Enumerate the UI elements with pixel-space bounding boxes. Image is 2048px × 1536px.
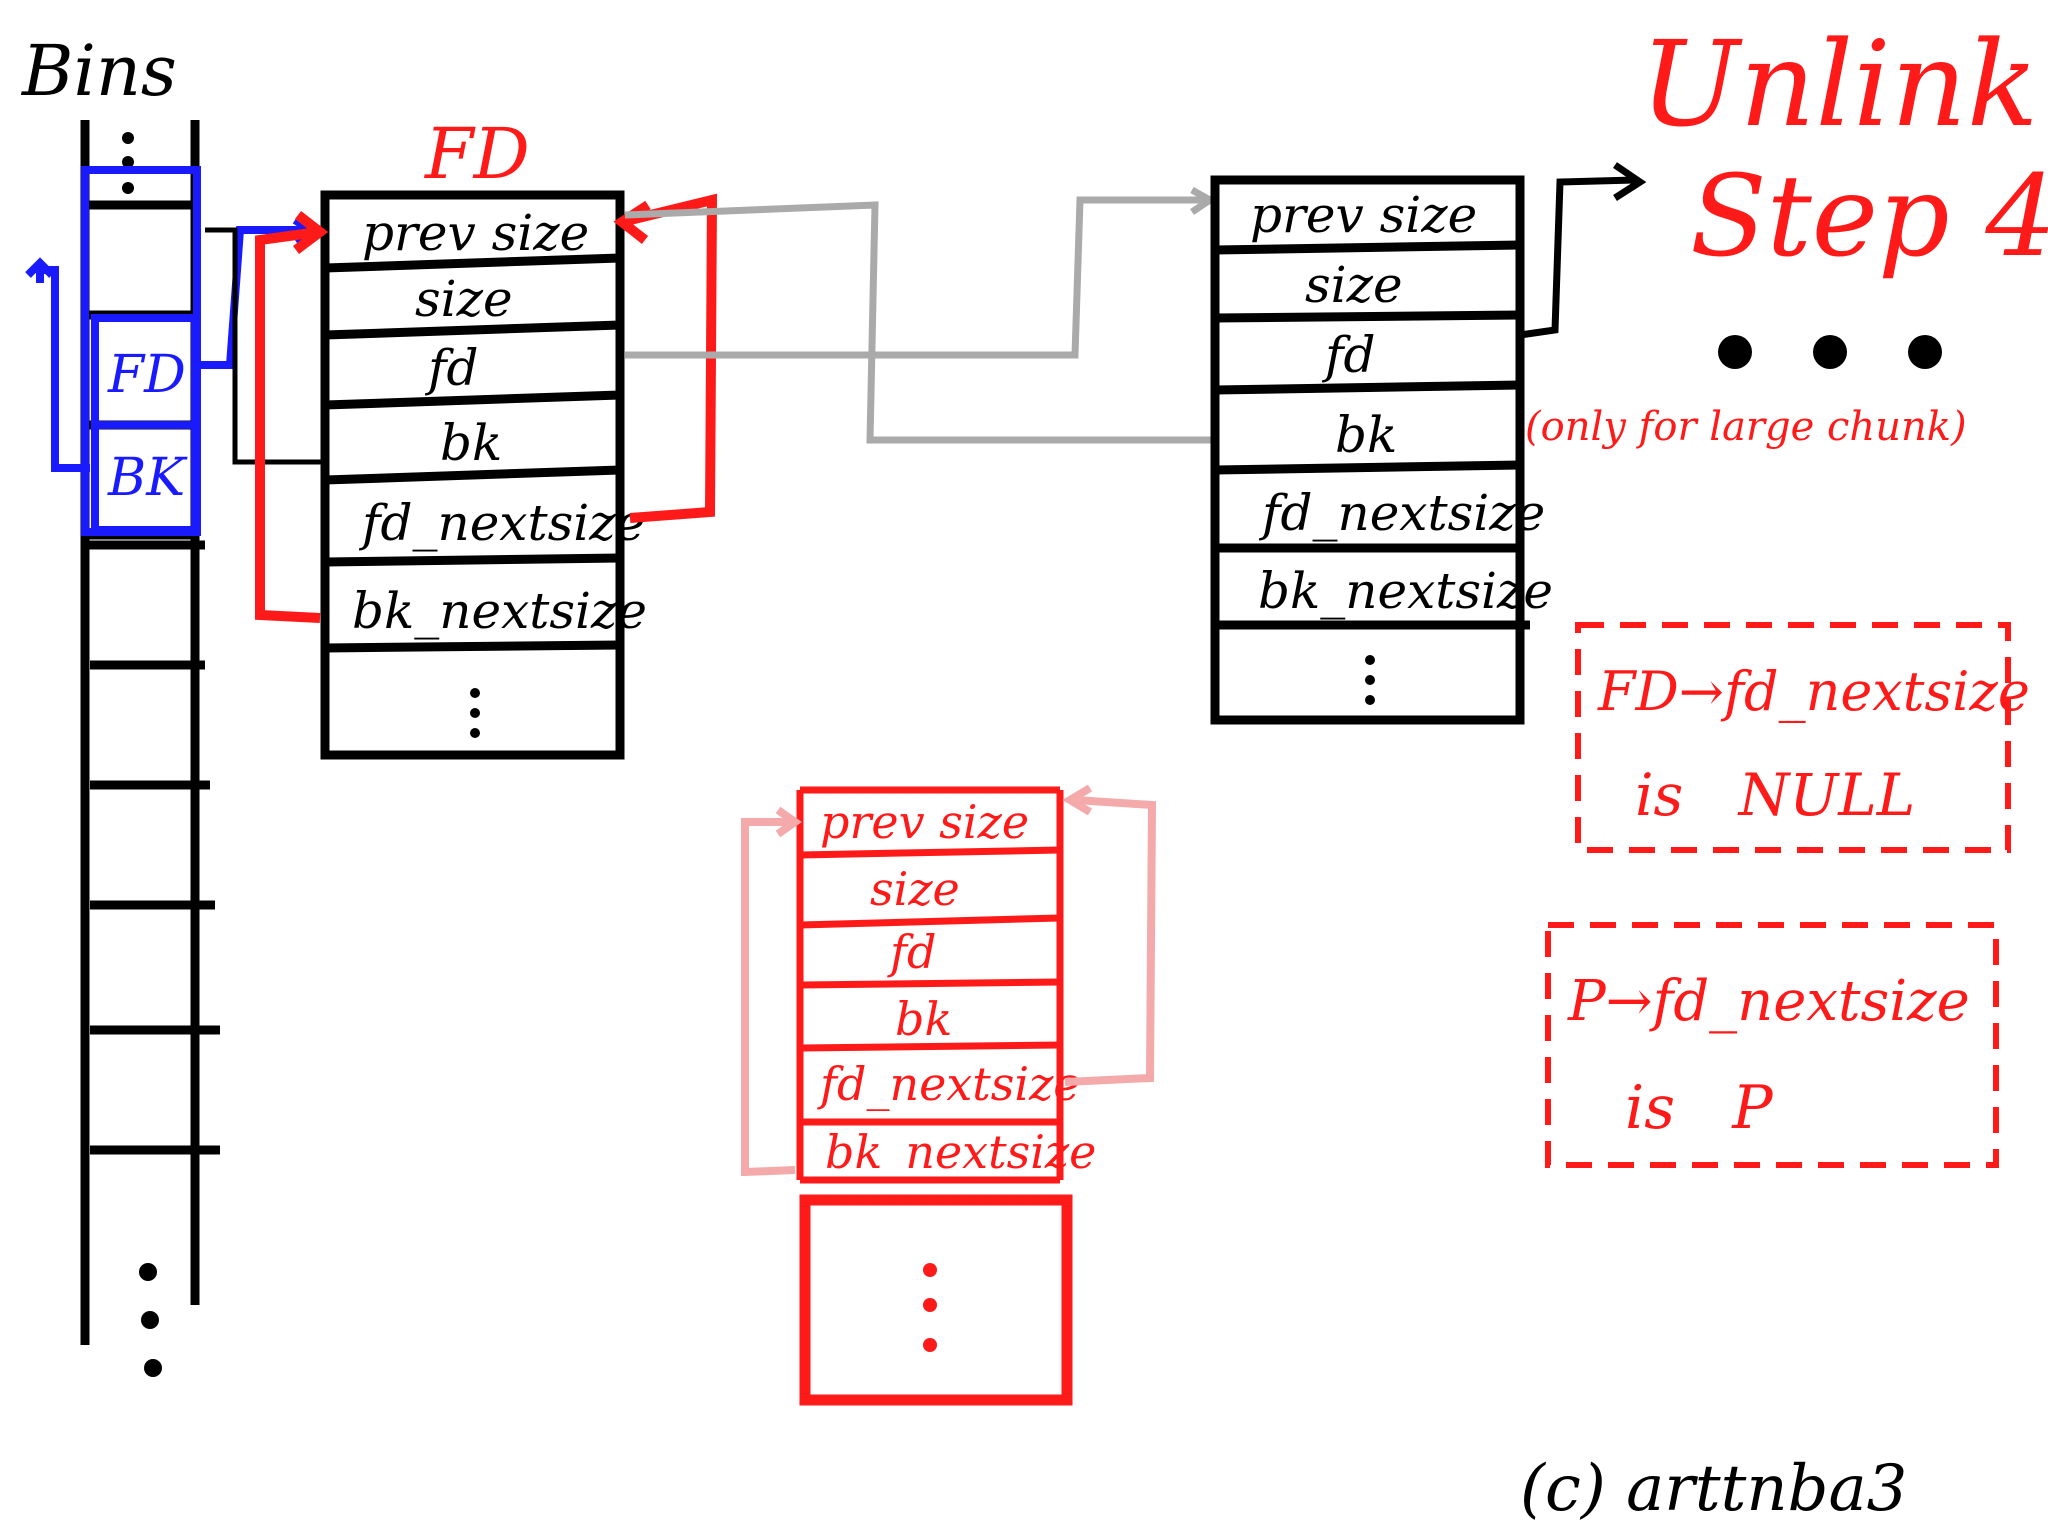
chunk-fd-field: fd (424, 339, 479, 397)
bins-dot (122, 182, 134, 194)
note-box-1-line2: is NULL (1635, 761, 1915, 829)
chunk-dot (1365, 655, 1375, 665)
bin-fd-label: FD (107, 345, 186, 405)
chunk-fd-field: fd_nextsize (358, 494, 645, 552)
note-box-1-line1: FD→fd_nextsize (1597, 660, 2030, 723)
chunk-right-field: bk_nextsize (1258, 562, 1553, 620)
bins-dot (141, 1311, 159, 1329)
chunk-right-field: prev size (1250, 186, 1477, 244)
chunk-dot (470, 688, 480, 698)
note-box-2: P→fd_nextsize is P (1545, 922, 1999, 1168)
chunk-dot (1365, 695, 1375, 705)
title-note: (only for large chunk) (1525, 404, 1967, 450)
bins-label: Bins (20, 30, 177, 112)
chunk-right: prev size size fd bk fd_nextsize bk_next… (1210, 162, 1647, 725)
chunk-fd-field: prev size (362, 204, 589, 262)
chunk-right-field: fd (1321, 326, 1376, 384)
chunk-dot (923, 1263, 937, 1277)
bins-dot (139, 1263, 157, 1281)
note-box-2-line2: is P (1625, 1073, 1774, 1143)
chunk-p-field: prev size (820, 795, 1029, 849)
gray-links (624, 186, 1218, 444)
chunk-fd: FD prev size size fd bk fd_nextsize bk_n… (205, 113, 718, 760)
chunk-p: prev size size fd bk fd_nextsize bk_next… (741, 784, 1157, 1406)
chunk-dot (1365, 675, 1375, 685)
ellipsis-dot (1813, 335, 1847, 369)
title-group: Unlink Step 4 (only for large chunk) (1525, 15, 2048, 450)
bins-dot (144, 1359, 162, 1377)
chunk-dot (470, 728, 480, 738)
title-line2: Step 4 (1690, 152, 2048, 282)
note-box-2-line1: P→fd_nextsize (1567, 969, 1970, 1034)
ellipsis-dot (1718, 335, 1752, 369)
chunk-p-field: size (870, 862, 960, 916)
chunk-p-field: fd (887, 925, 936, 979)
chunk-dot (470, 708, 480, 718)
bin-bk-label: BK (107, 448, 188, 508)
chunk-right-field: fd_nextsize (1258, 484, 1545, 542)
chunk-fd-field: size (415, 270, 513, 328)
title-line1: Unlink (1640, 15, 2038, 153)
note-box-1: FD→fd_nextsize is NULL (1575, 622, 2030, 853)
chunk-p-field: bk_nextsize (825, 1125, 1096, 1179)
chunk-fd-field: bk (440, 414, 502, 472)
bins-dot (122, 132, 134, 144)
bins-column: Bins FD (20, 30, 318, 1377)
copyright: (c) arttnba3 (1520, 1452, 1907, 1526)
chunk-dot (923, 1338, 937, 1352)
chunk-p-field: fd_nextsize (817, 1057, 1081, 1111)
chunk-fd-label: FD (423, 113, 530, 195)
chunk-p-field: bk (895, 992, 952, 1046)
chunk-right-field: size (1305, 256, 1403, 314)
chunk-dot (923, 1298, 937, 1312)
chunk-right-field: bk (1335, 406, 1397, 464)
chunk-fd-field: bk_nextsize (352, 582, 647, 640)
ellipsis-dot (1908, 335, 1942, 369)
bins-dot (122, 156, 134, 168)
